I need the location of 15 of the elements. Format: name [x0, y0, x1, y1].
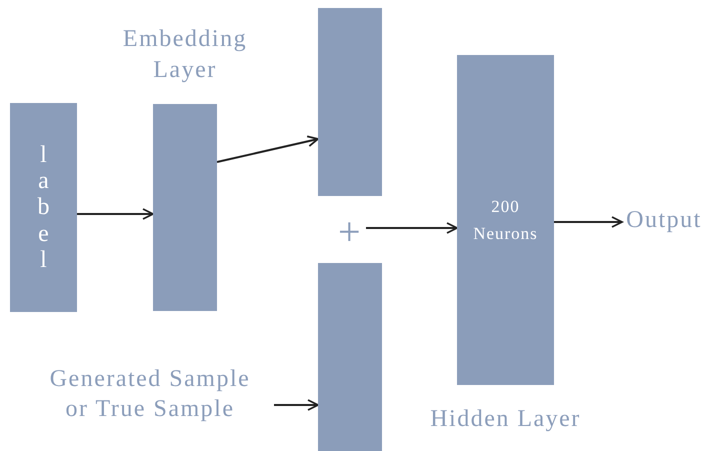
output-label: Output: [626, 206, 702, 235]
arrow: [366, 222, 458, 234]
arrow: [554, 216, 623, 228]
layer-heading: Embedding Layer: [122, 25, 248, 86]
layer-bar: [10, 103, 77, 312]
arrow: [216, 135, 319, 163]
neuron-count: 200 Neurons: [472, 196, 539, 245]
layer-heading: Hidden Layer: [429, 404, 582, 434]
plus-sign: +: [338, 208, 362, 256]
layer-bar: [318, 263, 382, 451]
input-label: Generated Sample or True Sample: [48, 365, 252, 424]
layer-bar: [318, 8, 382, 196]
bar-label: label: [36, 142, 50, 274]
arrow: [274, 399, 319, 411]
arrow: [77, 208, 154, 220]
